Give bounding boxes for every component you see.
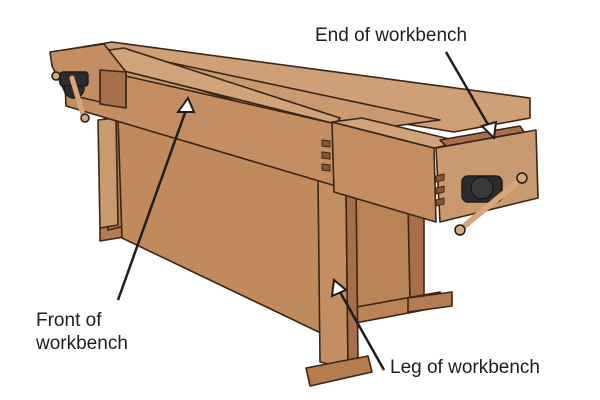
dovetail-1	[321, 139, 331, 148]
end-arrow-shaft	[444, 51, 492, 129]
dovetail-4	[435, 173, 445, 183]
front-label-line-1: Front of	[36, 310, 102, 331]
right-vise-handle-knob-2	[516, 172, 528, 184]
right-vise-handle	[459, 177, 523, 231]
back-right-foot	[407, 291, 453, 313]
left-vise-handle-knob	[80, 113, 90, 123]
front-left-leg	[97, 117, 119, 229]
left-vise-handle-knob-top	[51, 71, 61, 81]
dovetail-6	[435, 197, 445, 207]
leg-of-workbench-label: Leg of workbench	[390, 357, 540, 378]
dovetail-3	[321, 163, 331, 172]
leg-arrow-shaft	[338, 291, 386, 371]
right-vise-handle-knob-1	[454, 224, 466, 236]
back-right-leg	[407, 204, 425, 301]
left-vise-face	[99, 69, 127, 109]
front-arrow-head	[176, 95, 196, 113]
left-vise-handle	[69, 75, 87, 121]
front-label-line-2: workbench	[36, 333, 128, 354]
right-vise-screw	[470, 176, 494, 200]
end-of-workbench-label: End of workbench	[315, 25, 468, 46]
front-right-foot	[305, 355, 373, 387]
dovetail-5	[435, 185, 445, 195]
front-right-leg-side	[345, 181, 359, 369]
end-arrow-head	[480, 120, 498, 141]
dovetail-2	[321, 151, 331, 160]
leg-arrow-head	[330, 278, 348, 298]
front-of-workbench-label: Front of workbench	[36, 309, 128, 355]
front-arrow-shaft	[116, 109, 188, 301]
front-right-leg	[317, 177, 349, 369]
